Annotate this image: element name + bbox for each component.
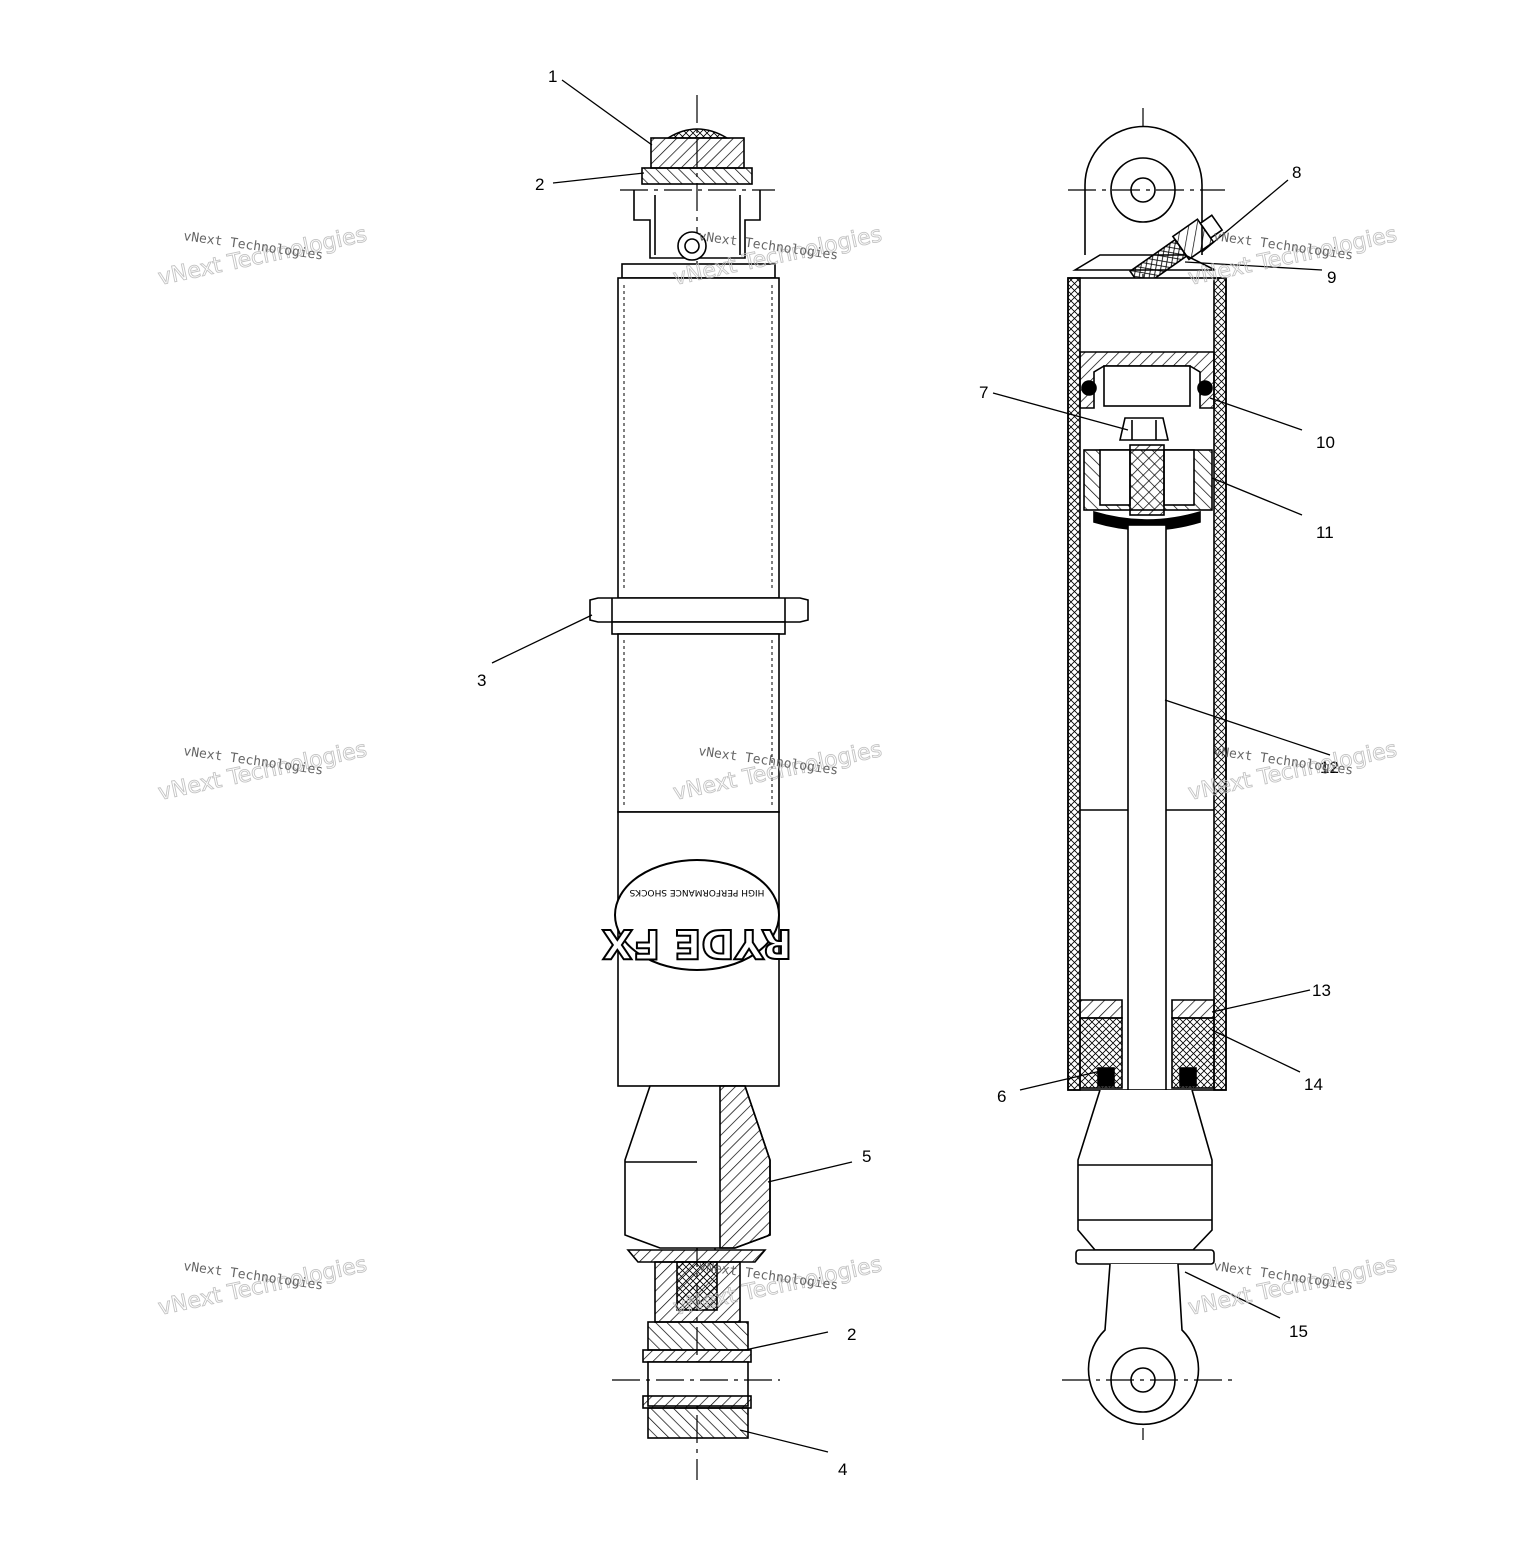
body-upper <box>617 277 780 599</box>
callout-9: 9 <box>1327 268 1336 287</box>
callout-14: 14 <box>1304 1075 1323 1094</box>
callout-5: 5 <box>862 1147 871 1166</box>
schrader-valve <box>1129 214 1224 289</box>
callout-2-bottom: 2 <box>847 1325 856 1344</box>
callout-13: 13 <box>1312 981 1331 1000</box>
callout-11: 11 <box>1316 523 1334 542</box>
logo-tagline-text: HIGH PERFORMANCE SHOCKS <box>629 887 764 897</box>
callout-12: 12 <box>1320 758 1339 777</box>
callout-2-top: 2 <box>535 175 544 194</box>
piston-oring-right <box>1197 380 1213 396</box>
leader-lines <box>491 79 1331 1453</box>
piston-band <box>1093 510 1201 531</box>
piston-shaft <box>1127 524 1167 1091</box>
callout-4: 4 <box>838 1460 847 1479</box>
callout-10: 10 <box>1316 433 1335 452</box>
lower-washer <box>626 1249 767 1263</box>
callout-1: 1 <box>548 67 557 86</box>
callout-7: 7 <box>979 383 988 402</box>
lower-bushing-top <box>647 1321 749 1351</box>
brand-logo: RYDE FX HIGH PERFORMANCE SHOCKS <box>601 859 793 971</box>
lower-bushing-bottom <box>647 1407 749 1439</box>
callout-6: 6 <box>997 1087 1006 1106</box>
callout-3: 3 <box>477 671 486 690</box>
piston-nut <box>1118 417 1170 441</box>
top-sleeve <box>641 167 753 185</box>
piston-oring-left <box>1081 380 1097 396</box>
logo-brand-text: RYDE FX <box>602 920 792 966</box>
reservoir-valve <box>677 231 707 261</box>
callout-labels: 1 2 3 5 2 4 8 9 7 10 11 12 13 14 6 15 <box>477 67 1339 1479</box>
right-shock-section-view <box>1062 108 1232 1440</box>
top-bushing-dome <box>665 128 730 139</box>
callout-15: 15 <box>1289 1322 1308 1341</box>
top-bushing <box>650 137 745 169</box>
callout-8: 8 <box>1292 163 1301 182</box>
lower-body <box>1077 1089 1213 1251</box>
body-middle <box>617 633 780 813</box>
bump-stop-cap <box>1075 1249 1215 1265</box>
preload-nut <box>589 597 809 623</box>
